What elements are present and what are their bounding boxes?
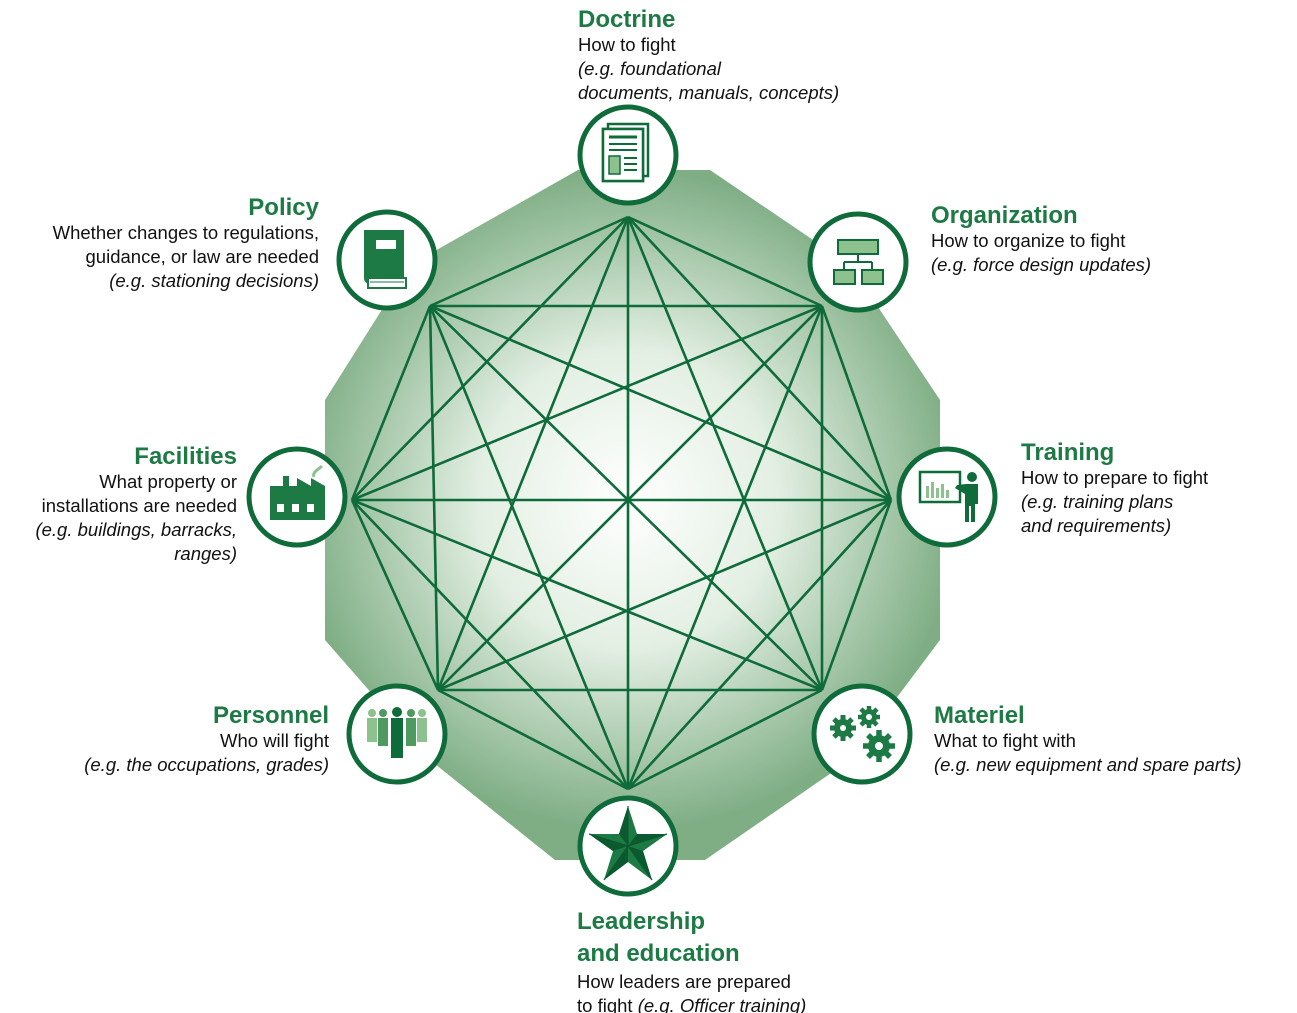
- organization-icon-node: [807, 211, 909, 313]
- people-icon: [367, 707, 427, 758]
- connection-line: [350, 305, 432, 501]
- connection-line: [627, 216, 892, 501]
- star-icon: [588, 806, 668, 881]
- connection-line: [627, 499, 892, 790]
- doctrine-example-line-2: documents, manuals, concepts): [578, 82, 840, 103]
- materiel-icon-node: [811, 683, 913, 785]
- connection-line: [429, 305, 823, 691]
- leadership-title-line-1: Leadership: [577, 908, 706, 935]
- materiel-description: What to fight with: [934, 730, 1076, 751]
- connection-line: [437, 498, 892, 692]
- leadership-example: (e.g. Officer training): [637, 995, 807, 1013]
- training-description: How to prepare to fight: [1021, 467, 1209, 488]
- connection-line: [627, 688, 823, 791]
- presenter-icon: [918, 470, 978, 522]
- connection-line: [437, 305, 823, 691]
- leadership-icon-node: [577, 795, 679, 897]
- training-label: Training How to prepare to fight (e.g. t…: [1021, 440, 1208, 538]
- connection-line: [428, 305, 630, 790]
- organization-title: Organization: [931, 202, 1078, 229]
- connection-line: [429, 304, 892, 502]
- facilities-description-line-1: What property or: [99, 471, 237, 492]
- policy-title: Policy: [248, 194, 319, 221]
- connection-lines: [350, 215, 893, 791]
- book-icon: [364, 230, 407, 289]
- policy-label: Policy Whether changes to regulations, g…: [53, 195, 319, 293]
- connection-line: [351, 304, 823, 502]
- facilities-icon-node: [246, 446, 348, 548]
- connection-line: [437, 688, 629, 791]
- organization-example: (e.g. force design updates): [931, 254, 1152, 275]
- gears-icon: [830, 706, 895, 762]
- doctrine-label: Doctrine How to fight (e.g. foundational…: [578, 7, 839, 105]
- connection-line: [627, 215, 823, 308]
- facilities-title: Facilities: [134, 443, 237, 470]
- personnel-description: Who will fight: [220, 730, 329, 751]
- connection-line: [350, 499, 440, 691]
- personnel-title: Personnel: [212, 702, 329, 729]
- facilities-example-line-2: ranges): [174, 543, 237, 564]
- personnel-example: (e.g. the occupations, grades): [84, 754, 329, 775]
- policy-icon-node: [336, 209, 438, 311]
- connection-line: [428, 305, 440, 691]
- materiel-label: Materiel What to fight with (e.g. new eq…: [934, 703, 1241, 777]
- facilities-example-line-1: (e.g. buildings, barracks,: [35, 519, 237, 540]
- connection-line: [626, 305, 824, 790]
- connection-line: [820, 499, 893, 691]
- training-icon-node: [896, 446, 998, 548]
- personnel-label: Personnel Who will fight (e.g. the occup…: [84, 703, 329, 777]
- materiel-title: Materiel: [934, 702, 1025, 729]
- connection-line: [429, 215, 629, 308]
- materiel-example: (e.g. new equipment and spare parts): [934, 754, 1242, 775]
- personnel-icon-node: [346, 683, 448, 785]
- connection-line: [436, 216, 630, 691]
- connection-line: [351, 499, 629, 790]
- leadership-label: Leadership and education How leaders are…: [577, 906, 806, 1013]
- documents-icon: [601, 122, 650, 183]
- training-title: Training: [1021, 439, 1115, 466]
- organization-description: How to organize to fight: [931, 230, 1126, 251]
- policy-description-line-1: Whether changes to regulations,: [52, 222, 319, 243]
- connection-line: [351, 498, 823, 692]
- leadership-description-text: to fight: [577, 995, 638, 1013]
- leadership-title-line-2: and education: [577, 940, 740, 967]
- training-example-line-2: and requirements): [1021, 515, 1172, 536]
- connection-line: [820, 305, 893, 501]
- facilities-label: Facilities What property or installation…: [35, 444, 237, 566]
- doctrine-icon-node: [577, 104, 679, 206]
- doctrine-title: Doctrine: [578, 6, 676, 33]
- leadership-description-line-2: to fight (e.g. Officer training): [577, 994, 806, 1013]
- facilities-description-line-2: installations are needed: [41, 495, 237, 516]
- org-chart-icon: [833, 239, 884, 285]
- organization-label: Organization How to organize to fight (e…: [931, 203, 1151, 277]
- training-example-line-1: (e.g. training plans: [1021, 491, 1174, 512]
- policy-example: (e.g. stationing decisions): [109, 270, 319, 291]
- doctrine-example-line-1: (e.g. foundational: [578, 58, 721, 79]
- connection-line: [351, 216, 629, 501]
- doctrine-description: How to fight: [578, 34, 676, 55]
- policy-description-line-2: guidance, or law are needed: [85, 246, 319, 267]
- leadership-description-line-1: How leaders are prepared: [577, 971, 791, 992]
- factory-icon: [270, 464, 325, 520]
